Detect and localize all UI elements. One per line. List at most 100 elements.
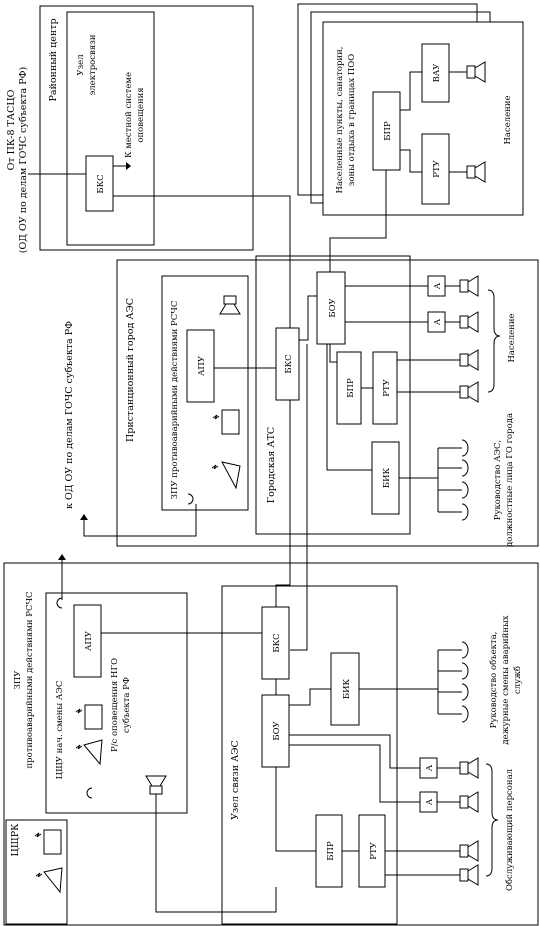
handset-icon xyxy=(438,705,469,723)
antenna-icon xyxy=(35,867,63,894)
speaker-icon xyxy=(459,311,479,333)
uzel-svyazi-aes-label: Узел связи АЭС xyxy=(230,740,241,820)
rukovodstvo-obj-label-3: служб xyxy=(512,666,523,694)
handset-icon xyxy=(438,683,469,701)
arrow-local xyxy=(126,162,131,170)
rukovodstvo-city-label-1: Руководство АЭС, xyxy=(493,440,503,521)
cshu-label: ЦЩУ нач. смены АЭС xyxy=(55,681,65,780)
rukovodstvo-obj-label-2: дежурные смены аварийных xyxy=(501,615,511,744)
antenna-icon xyxy=(211,461,241,490)
wire-bou-a2-aes xyxy=(289,744,420,803)
wire-bks-city-aes xyxy=(275,400,291,607)
cshrk-label: ЦЩРК xyxy=(10,823,21,857)
uzel-svyazi-aes-frame xyxy=(221,585,398,925)
city-ats-frame xyxy=(255,255,411,535)
bpr-city-label: БПР xyxy=(346,378,356,398)
zpu-city-frame xyxy=(161,275,249,511)
speaker-icon xyxy=(459,791,479,813)
rtu-top-label: РТУ xyxy=(432,159,442,177)
uzel-elektrosvyazi-frame xyxy=(66,11,155,246)
bpr-top-label: БПР xyxy=(383,121,393,141)
cshu-frame xyxy=(45,592,188,814)
speaker-icon xyxy=(145,775,167,795)
apu-city-label: АПУ xyxy=(197,355,207,376)
source-top-sub-label: (ОД ОУ по делам ГОЧС субъекта РФ) xyxy=(18,67,29,253)
wire-bou-a1-aes xyxy=(289,734,420,769)
handset-icon xyxy=(438,481,469,499)
bks-top-label: БКС xyxy=(96,174,106,193)
wire-bpr-rtu xyxy=(400,149,422,173)
rukovodstvo-city-label-2: должностные лица ГО города xyxy=(505,413,515,547)
bpr-city-box xyxy=(336,351,362,425)
cshrk-frame xyxy=(5,819,68,925)
wire-bou-bik-aes xyxy=(289,688,331,706)
a-label: А xyxy=(433,282,443,289)
naselennye-label-1: Населенные пункты, санатории, xyxy=(335,47,345,194)
bks-city-box xyxy=(275,327,300,401)
apu-aes-label: АПУ xyxy=(84,630,94,651)
wire-bou-city-aes xyxy=(290,344,308,651)
vau-box xyxy=(421,43,450,103)
rayon-center-label: Районный центр xyxy=(48,18,59,101)
handset-icon xyxy=(438,503,469,521)
rtu-city-label: РТУ xyxy=(382,378,392,396)
wire-bou-bpr-aes xyxy=(275,767,316,852)
rtu-top-box xyxy=(421,133,450,205)
a-label: А xyxy=(433,318,443,325)
handset-icon xyxy=(438,459,469,477)
speaker-icon xyxy=(459,275,479,297)
wire-bou-bik-city xyxy=(326,344,372,471)
wire-bpr-bou xyxy=(329,170,387,272)
rs-label-1: Р/с оповещения НГО xyxy=(110,658,120,752)
bik-city-box xyxy=(371,441,400,515)
brace-naselenie-city xyxy=(487,289,501,393)
bks-city-label: БКС xyxy=(284,354,294,373)
speaker-icon xyxy=(459,840,479,862)
rs-label-2: субъекта РФ xyxy=(121,677,132,733)
pristancionny-label: Пристанционный город АЭС xyxy=(125,298,136,442)
wire-cshu-spk-bpr xyxy=(155,794,277,913)
bik-city-label: БИК xyxy=(382,467,392,488)
apu-aes-box xyxy=(73,604,102,678)
wire-bpr-vau xyxy=(400,71,422,111)
bpr-aes-label: БПР xyxy=(326,841,336,861)
speaker-icon xyxy=(459,349,479,371)
zpu-aes-label-1: ЗПУ xyxy=(13,670,23,690)
arrow-aes-to-od xyxy=(58,554,66,560)
a-label: А xyxy=(425,798,435,805)
speaker-icon xyxy=(466,61,486,83)
bpr-aes-box xyxy=(315,814,343,888)
handset-icon xyxy=(438,641,469,659)
radio-station-icon xyxy=(75,704,103,730)
antenna-icon xyxy=(75,739,103,766)
gorodskaya-ats-label: Городская АТС xyxy=(266,427,277,503)
handset-icon xyxy=(187,493,194,505)
zpu-city-label: ЗПУ противоаварийными действиями РСЧС xyxy=(170,301,180,500)
brace-obsluzh xyxy=(485,763,499,877)
uzel-elektrosvyazi-label-2: электросвязи xyxy=(88,34,98,95)
bks-top-box xyxy=(85,155,114,212)
wire-bou-bpr-city xyxy=(329,344,337,363)
aes-frame xyxy=(3,562,539,926)
city-frame xyxy=(116,259,539,547)
speaker-icon xyxy=(219,295,241,315)
speaker-icon xyxy=(466,161,486,183)
bpr-top-box xyxy=(372,91,401,171)
wire-bks-top-to-city xyxy=(113,195,291,330)
zpu-aes-label-2: противоаварийными действиями РСЧС xyxy=(25,591,35,768)
a-label: А xyxy=(425,764,435,771)
speaker-icon xyxy=(459,757,479,779)
apu-city-box xyxy=(186,329,215,403)
handset-icon xyxy=(438,662,469,680)
handset-icon xyxy=(86,787,93,799)
wire-zpu-to-od xyxy=(83,504,197,537)
handset-icon xyxy=(56,597,63,609)
rukovodstvo-obj-label-1: Руководство объекта, xyxy=(488,632,499,729)
source-top-label: От ПК-8 ТАСЦО xyxy=(6,89,17,170)
rtu-aes-label: РТУ xyxy=(369,841,379,859)
vau-label: ВАУ xyxy=(432,63,442,83)
naselennye-label-2: зоны отдыха в границах ПОО xyxy=(347,54,357,186)
arrow-to-od xyxy=(80,514,88,520)
obsluzh-label: Обслуживающий персонал xyxy=(504,768,515,891)
